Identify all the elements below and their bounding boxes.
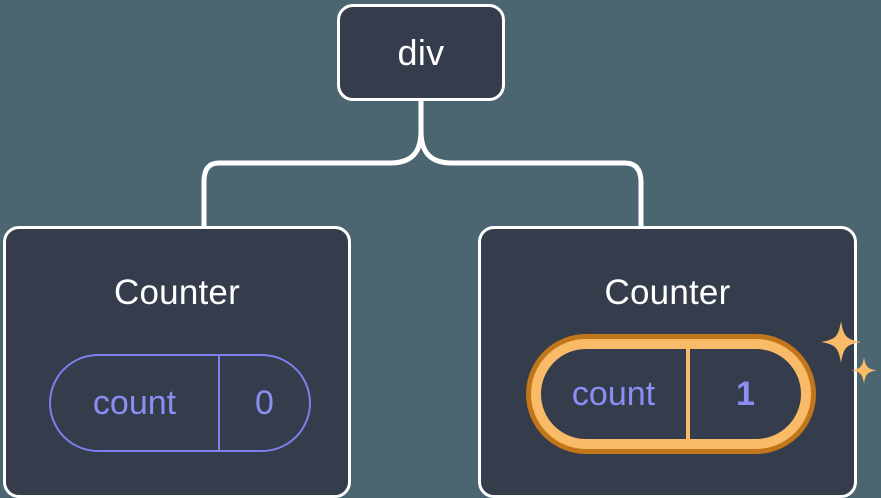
state-pill-value: 0 — [255, 383, 274, 422]
state-pill-key: count — [541, 349, 690, 439]
node-root-label: div — [397, 31, 445, 73]
highlight-ring-outer — [526, 334, 816, 454]
highlight-ring-inner: count 1 — [531, 339, 811, 449]
node-root-div[interactable]: div — [337, 4, 505, 101]
state-pill-count-left[interactable]: count 0 — [49, 354, 311, 452]
node-counter-left-title: Counter — [114, 273, 240, 312]
state-pill-key: count — [51, 356, 220, 450]
node-counter-left[interactable]: Counter count 0 — [3, 226, 351, 498]
node-counter-right[interactable]: Counter count 1 — [478, 226, 877, 498]
state-pill-count-right[interactable]: count 1 — [526, 334, 816, 454]
node-counter-right-title: Counter — [604, 273, 731, 312]
state-pill-value: 1 — [736, 374, 755, 413]
